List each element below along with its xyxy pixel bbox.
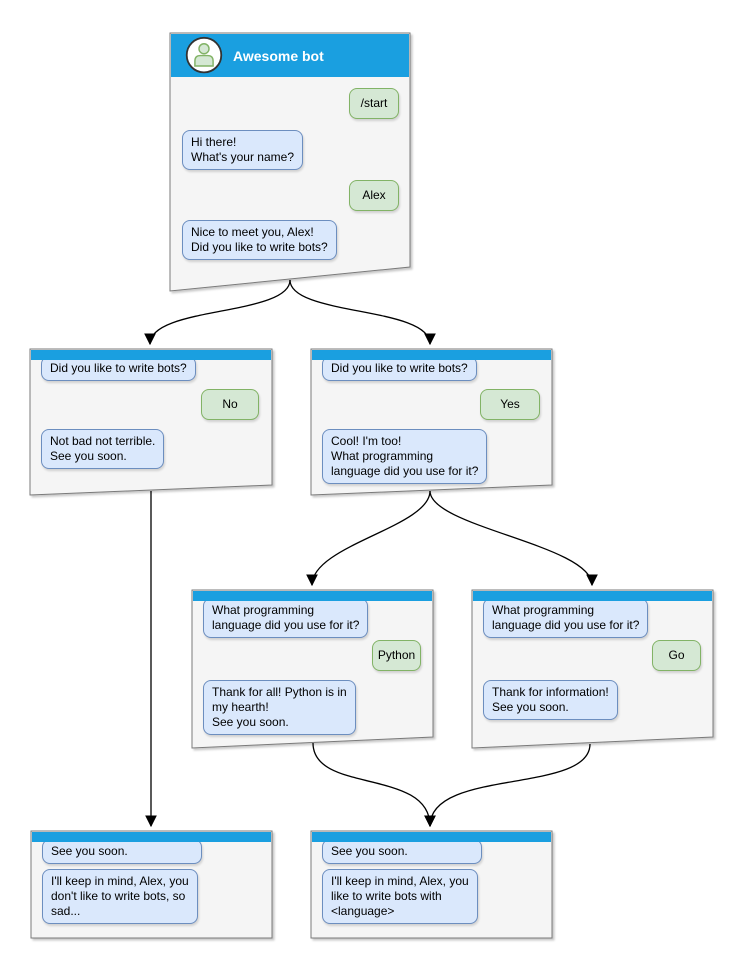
chat-window-lang-python: What programming language did you use fo… [192,590,433,748]
bot-message-bubble: See you soon. [322,842,482,864]
chat-window-branch-yes: Did you like to write bots? Yes Cool! I'… [311,349,552,495]
connector-bot-to-no [144,279,291,346]
chat-window-awesome-bot: Awesome bot /start Hi there! What's your… [170,33,410,291]
window-header [473,591,712,601]
window-header: Awesome bot [171,34,409,77]
bot-message-bubble: Thank for all! Python is in my hearth! S… [203,680,356,735]
window-title: Awesome bot [233,47,324,64]
chat-window-end-language: See you soon. I'll keep in mind, Alex, y… [311,831,552,938]
bot-message-bubble: I'll keep in mind, Alex, you like to wri… [322,869,478,924]
bot-avatar-icon [185,36,223,74]
bot-message-bubble: What programming language did you use fo… [483,601,649,638]
connector-go-to-end [424,743,591,828]
window-header [32,832,271,842]
bot-message-bubble: Nice to meet you, Alex! Did you like to … [182,220,337,260]
user-message-bubble: Go [652,640,701,671]
window-header [312,350,551,360]
connector-yes-to-go [429,490,598,587]
user-message-bubble: No [201,389,259,420]
chat-window-branch-no: Did you like to write bots? No Not bad n… [30,349,272,495]
bot-message-bubble: Cool! I'm too! What programming language… [322,429,488,484]
connector-python-to-end [312,742,436,828]
user-message-bubble: Yes [480,389,540,420]
bot-message-bubble: Did you like to write bots? [41,360,196,381]
user-message-bubble: Python [372,640,421,671]
connector-yes-to-python [306,490,431,587]
bot-message-bubble: I'll keep in mind, Alex, you don't like … [42,869,198,924]
user-message-bubble: /start [349,88,399,119]
window-header [312,832,551,842]
bot-message-bubble: Hi there! What's your name? [182,130,304,170]
bot-message-bubble: See you soon. [42,842,202,864]
window-header [31,350,271,360]
bot-message-bubble: Thank for information! See you soon. [483,680,618,720]
chat-window-lang-go: What programming language did you use fo… [472,590,713,748]
window-header [193,591,432,601]
chat-window-end-no: See you soon. I'll keep in mind, Alex, y… [31,831,272,938]
user-message-bubble: Alex [349,180,399,211]
connector-bot-to-yes [289,279,436,346]
bot-message-bubble: What programming language did you use fo… [203,601,369,638]
bot-message-bubble: Not bad not terrible. See you soon. [41,429,165,469]
bot-message-bubble: Did you like to write bots? [322,360,477,381]
